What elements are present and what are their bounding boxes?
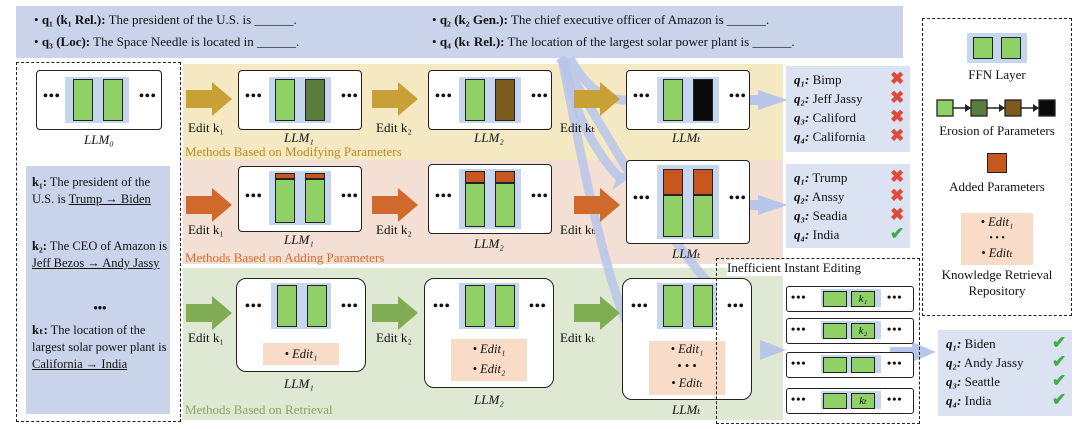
llm2-label-add: LLM₂	[474, 236, 504, 251]
legend-retrieval-swatch: • Edit₁• • •• Editₜ	[961, 213, 1033, 265]
repo-row-k2: ••• k₂ •••	[786, 318, 914, 344]
edit-label-k1-mod: Edit k₁	[188, 120, 224, 135]
cross-icon: ✖	[890, 205, 905, 224]
check-icon: ✔	[1052, 390, 1067, 409]
llm0-label: LLM₀	[84, 132, 114, 147]
edit-arrow-k2-add	[372, 188, 418, 222]
knowledge-k2: k₂: The CEO of Amazon is Jeff Bezos → An…	[32, 239, 168, 270]
edit-arrow-kt-add	[574, 188, 620, 222]
legend-erosion-swatch	[936, 99, 1056, 117]
llm2-label-ret: LLM₂	[474, 392, 504, 407]
edit-arrow-k2-ret	[372, 296, 418, 330]
edit-arrow-kt-ret	[574, 296, 620, 330]
knowledge-kt: kₜ: The location of the largest solar po…	[32, 323, 167, 371]
legend: FFN Layer Erosion of Parameters Added Pa…	[922, 18, 1072, 316]
llm1-label-add: LLM₁	[284, 232, 314, 247]
edit-arrow-k1-add	[186, 188, 232, 222]
edit-label-k1-add: Edit k₁	[188, 222, 224, 237]
knowledge-ellipsis: •••	[93, 301, 107, 315]
queries-panel: • q₁ (k₁ Rel.): The president of the U.S…	[16, 6, 903, 58]
repo-row-kt: ••• kₜ •••	[786, 388, 914, 414]
cross-icon: ✖	[890, 88, 905, 107]
llm1-add: ••• •••	[238, 166, 362, 232]
knowledge-panel	[16, 62, 181, 422]
llm2-add: ••• •••	[428, 164, 552, 234]
legend-added-label: Added Parameters	[949, 179, 1045, 194]
cross-icon: ✖	[890, 126, 905, 145]
llmt-label-add: LLMₜ	[672, 246, 701, 261]
llm1-ret: ••• ••• • Edit₁	[236, 278, 366, 372]
edit-label-kt-mod: Edit kₜ	[560, 120, 595, 135]
edit-label-k2-ret: Edit k₂	[376, 330, 412, 345]
llmt-mod: ••• •••	[626, 70, 750, 130]
edit-arrow-k2-mod	[372, 82, 418, 116]
edit-arrow-k1-mod	[186, 82, 232, 116]
knowledge-list: k₁: The president of the U.S. is Trump →…	[26, 166, 170, 414]
panel-retrieve-title: Methods Based on Retrieval	[185, 402, 333, 417]
llmt-label-mod: LLMₜ	[672, 130, 701, 145]
edit-label-k1-ret: Edit k₁	[188, 330, 224, 345]
legend-retrieval-label: Knowledge Retrieval Repository	[941, 267, 1053, 298]
edit-label-k2-add: Edit k₂	[376, 222, 412, 237]
legend-added-swatch	[987, 153, 1007, 173]
repo-row-extra: ••• •••	[786, 352, 914, 378]
check-icon: ✔	[890, 224, 905, 243]
legend-erosion-label: Erosion of Parameters	[939, 123, 1055, 138]
llm1-label-ret: LLM₁	[284, 376, 314, 391]
edit-label-kt-add: Edit kₜ	[560, 222, 595, 237]
check-icon: ✔	[1052, 352, 1067, 371]
llm2-ret: ••• ••• • Edit₁• Edit₂	[424, 278, 554, 388]
panel-add-title: Methods Based on Adding Parameters	[185, 250, 385, 265]
results-modify: q₁: Bimp q₂: Jeff Jassy q₃: Califord q₄:…	[786, 66, 910, 152]
results-add: q₁: Trump q₂: Anssy q₃: Seadia q₄: India…	[786, 164, 910, 248]
llmt-label-ret: LLMₜ	[672, 402, 701, 417]
cross-icon: ✖	[890, 69, 905, 88]
query-q3: • q₃ (Loc): The Space Needle is located …	[34, 34, 300, 49]
knowledge-k1: k₁: The president of the U.S. is Trump →…	[32, 175, 151, 206]
edit-arrow-kt-mod	[574, 82, 620, 116]
edit-label-kt-ret: Edit kₜ	[560, 330, 595, 345]
inefficient-editing-box: Inefficient Instant Editing	[716, 258, 920, 424]
check-icon: ✔	[1052, 333, 1067, 352]
legend-ffn-label: FFN Layer	[968, 67, 1026, 82]
panel-modify-title: Methods Based on Modifying Parameters	[185, 144, 402, 159]
check-icon: ✔	[1052, 371, 1067, 390]
query-q1: • q₁ (k₁ Rel.): The president of the U.S…	[34, 12, 297, 27]
edit-label-k2-mod: Edit k₂	[376, 120, 412, 135]
cross-icon: ✖	[890, 186, 905, 205]
llmt-add: ••• •••	[626, 160, 750, 244]
query-q2: • q₂ (k₂ Gen.): The chief executive offi…	[432, 12, 770, 27]
llm1-mod: ••• •••	[238, 70, 362, 130]
repo-row-k1: ••• k₁ •••	[786, 286, 914, 312]
llm2-label-mod: LLM₂	[474, 130, 504, 145]
inefficient-title: Inefficient Instant Editing	[727, 260, 862, 276]
results-retrieve: q₁: Biden q₂: Andy Jassy q₃: Seattle q₄:…	[938, 330, 1072, 416]
query-q4: • q₄ (kₜ Rel.): The location of the larg…	[432, 34, 795, 49]
cross-icon: ✖	[890, 167, 905, 186]
llm1-label-mod: LLM₁	[284, 130, 314, 145]
cross-icon: ✖	[890, 107, 905, 126]
llm2-mod: ••• •••	[428, 70, 552, 130]
edit-arrow-k1-ret	[186, 296, 232, 330]
llm0-box: ••• •••	[36, 70, 162, 130]
llmt-ret: ••• ••• • Edit₁• • •• Editₜ	[622, 278, 752, 400]
